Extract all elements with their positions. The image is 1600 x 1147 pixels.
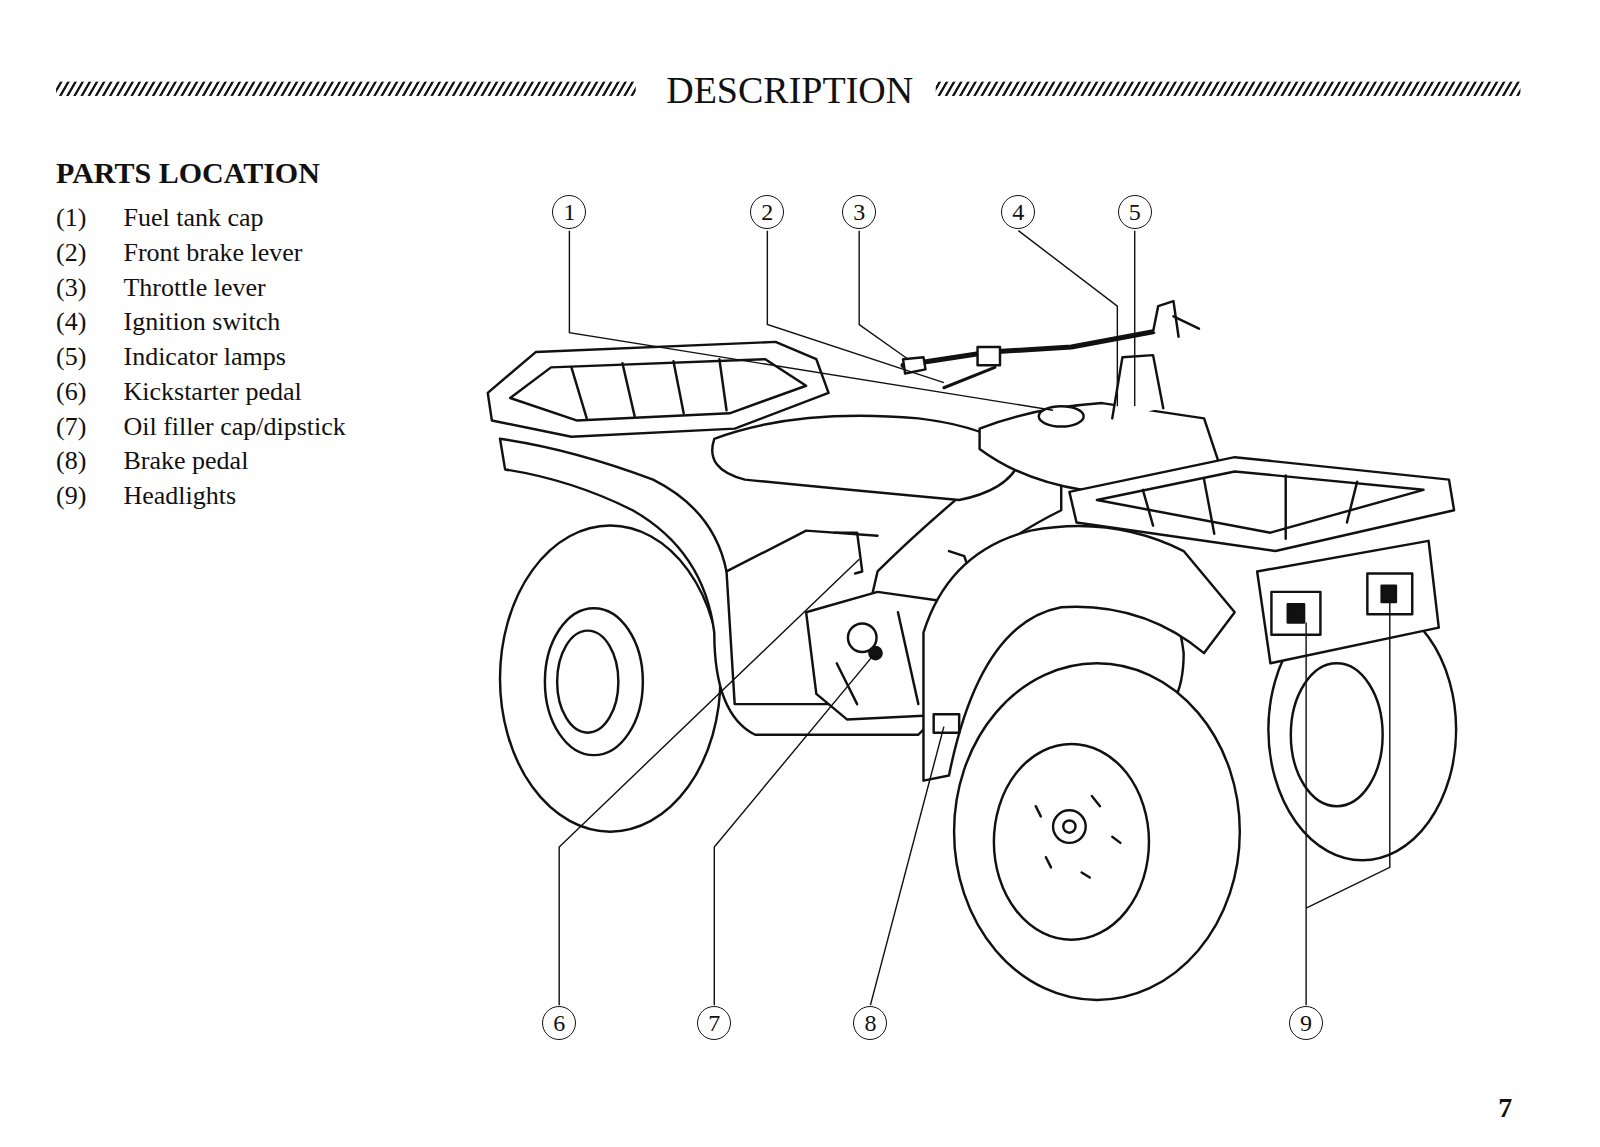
header-hatch xyxy=(56,82,636,96)
callout-number: 3 xyxy=(853,200,865,224)
leader-lines xyxy=(559,231,1390,1005)
callout-circle: 5 xyxy=(1118,195,1152,229)
callout-circle: 9 xyxy=(1289,1006,1323,1040)
callout-number: 4 xyxy=(1012,200,1024,224)
callout-number: 8 xyxy=(864,1011,876,1035)
callout-number: 9 xyxy=(1300,1011,1312,1035)
page-number: 7 xyxy=(1498,1094,1512,1122)
callout-circle: 8 xyxy=(853,1006,887,1040)
callout-number: 2 xyxy=(761,200,773,224)
callout-circle: 2 xyxy=(750,195,784,229)
callout-circle: 3 xyxy=(842,195,876,229)
part-number: (7) xyxy=(56,414,86,440)
part-number: (1) xyxy=(56,205,86,231)
part-name: Kickstarter pedal xyxy=(123,379,301,405)
part-number: (4) xyxy=(56,309,86,335)
part-name: Headlights xyxy=(123,483,236,509)
part-name: Throttle lever xyxy=(123,275,265,301)
part-name: Oil filler cap/dipstick xyxy=(123,414,345,440)
callout-number: 1 xyxy=(563,200,575,224)
callout-circle: 7 xyxy=(697,1006,731,1040)
part-name: Brake pedal xyxy=(123,448,248,474)
part-number: (6) xyxy=(56,379,86,405)
part-name: Front brake lever xyxy=(123,240,302,266)
part-name: Indicator lamps xyxy=(123,344,285,370)
callout-number: 7 xyxy=(708,1011,720,1035)
section-heading: PARTS LOCATION xyxy=(56,158,320,188)
part-number: (3) xyxy=(56,275,86,301)
part-number: (8) xyxy=(56,448,86,474)
part-number: (9) xyxy=(56,483,86,509)
callout-circle: 6 xyxy=(542,1006,576,1040)
page-title: DESCRIPTION xyxy=(662,71,917,109)
part-number: (5) xyxy=(56,344,86,370)
part-number: (2) xyxy=(56,240,86,266)
header-hatch xyxy=(936,82,1521,96)
callout-number: 5 xyxy=(1129,200,1141,224)
part-name: Ignition switch xyxy=(123,309,280,335)
callout-number: 6 xyxy=(553,1011,565,1035)
callout-circle: 1 xyxy=(552,195,586,229)
part-name: Fuel tank cap xyxy=(123,205,263,231)
callout-circle: 4 xyxy=(1001,195,1035,229)
